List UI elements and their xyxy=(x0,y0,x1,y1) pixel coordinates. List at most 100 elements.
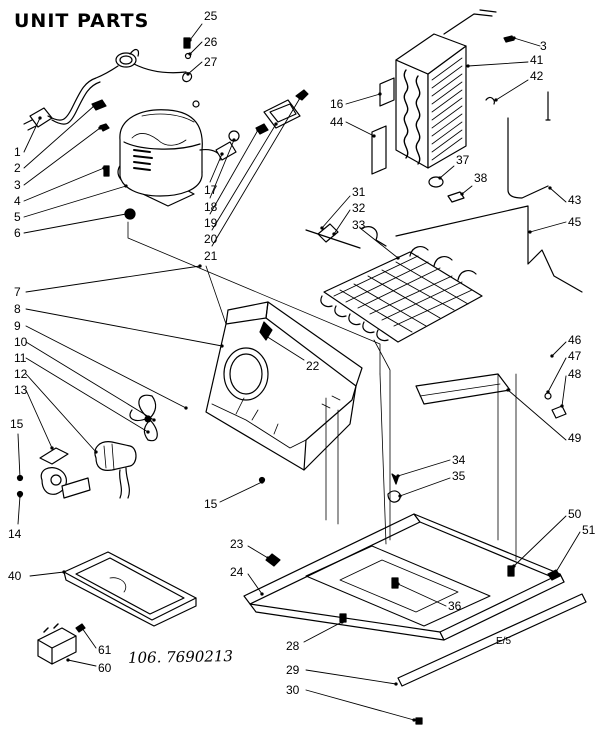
leader-line-35 xyxy=(399,477,451,497)
leader-tip-22 xyxy=(264,334,268,338)
callout-41: 41 xyxy=(530,53,544,67)
callout-44: 44 xyxy=(330,115,344,129)
leader-line-5 xyxy=(23,185,127,218)
leader-line-14 xyxy=(17,495,21,525)
leader-tip-13 xyxy=(50,446,54,450)
leader-tip-38 xyxy=(460,192,464,196)
callout-21: 21 xyxy=(204,249,218,263)
callout-25: 25 xyxy=(204,9,218,23)
callout-2: 2 xyxy=(14,161,21,175)
leader-line-3 xyxy=(23,127,101,186)
leader-tip-5 xyxy=(124,184,128,188)
callout-40: 40 xyxy=(8,569,22,583)
leader-tip-1 xyxy=(38,116,42,120)
leader-line-38 xyxy=(461,185,473,195)
leader-tip-12 xyxy=(94,450,98,454)
leader-line-36 xyxy=(397,583,447,607)
leader-tip-26 xyxy=(188,52,192,56)
leader-tip-20 xyxy=(274,122,278,126)
leader-tip-2 xyxy=(92,104,96,108)
leader-tip-8 xyxy=(220,344,224,348)
leader-line-50 xyxy=(513,515,567,567)
leader-tip-51 xyxy=(554,570,558,574)
leader-tip-40 xyxy=(62,570,66,574)
leader-line-8 xyxy=(25,308,223,347)
leader-tip-9 xyxy=(184,406,188,410)
leader-line-1 xyxy=(23,117,41,153)
callout-35: 35 xyxy=(452,469,466,483)
tubing-parts xyxy=(395,91,583,293)
leader-line-61 xyxy=(81,627,97,649)
leader-tip-21 xyxy=(298,96,302,100)
callout-3: 3 xyxy=(540,39,547,53)
diagram-title: UNIT PARTS xyxy=(14,10,150,32)
callout-34: 34 xyxy=(452,453,466,467)
callout-30: 30 xyxy=(286,683,300,697)
leader-line-16 xyxy=(345,93,381,105)
leader-tip-17 xyxy=(220,152,224,156)
leader-tip-3 xyxy=(512,36,516,40)
leader-line-15 xyxy=(17,433,21,479)
leader-line-48 xyxy=(561,375,567,407)
callout-45: 45 xyxy=(568,215,582,229)
leader-tip-42 xyxy=(494,98,498,102)
leader-line-20 xyxy=(211,123,277,231)
callout-10: 10 xyxy=(14,335,28,349)
leader-tip-10 xyxy=(152,418,156,422)
leader-tip-61 xyxy=(80,626,84,630)
leader-lines xyxy=(17,23,581,722)
leader-tip-6 xyxy=(124,212,128,216)
callout-12: 12 xyxy=(14,367,28,381)
leader-tip-43 xyxy=(548,186,552,190)
leader-tip-7 xyxy=(198,264,202,268)
callout-15: 15 xyxy=(10,417,24,431)
assembly-guides xyxy=(127,221,391,545)
bracket-hardware xyxy=(387,473,401,503)
leader-line-19 xyxy=(209,129,259,215)
base-frame-part xyxy=(243,373,587,725)
leader-line-42 xyxy=(495,79,529,101)
page-code: E/5 xyxy=(496,636,512,647)
callout-60: 60 xyxy=(98,661,112,675)
callout-13: 13 xyxy=(14,383,28,397)
callout-18: 18 xyxy=(204,200,218,214)
leader-line-22 xyxy=(265,335,305,361)
leader-line-29 xyxy=(305,669,397,685)
callout-47: 47 xyxy=(568,349,582,363)
callout-49: 49 xyxy=(568,431,582,445)
leader-tip-19 xyxy=(256,128,260,132)
callout-42: 42 xyxy=(530,69,544,83)
leader-tip-60 xyxy=(66,658,70,662)
leader-line-17 xyxy=(209,153,223,183)
callout-9: 9 xyxy=(14,319,21,333)
condenser-part xyxy=(371,9,515,203)
leader-tip-45 xyxy=(528,230,532,234)
leader-line-4 xyxy=(23,167,105,202)
leader-tip-36 xyxy=(396,582,400,586)
callout-29: 29 xyxy=(286,663,300,677)
leader-line-44 xyxy=(345,121,375,137)
leader-line-11 xyxy=(25,357,149,433)
callout-51: 51 xyxy=(582,523,596,537)
callout-4: 4 xyxy=(14,194,21,208)
leader-line-10 xyxy=(25,341,155,421)
leader-line-37 xyxy=(439,165,455,179)
leader-line-26 xyxy=(189,41,203,55)
evaporator-part xyxy=(305,223,483,343)
callout-28: 28 xyxy=(286,639,300,653)
leader-tip-48 xyxy=(560,404,564,408)
callout-27: 27 xyxy=(204,55,218,69)
leader-line-9 xyxy=(25,325,187,409)
leader-line-13 xyxy=(25,389,53,449)
leader-line-21 xyxy=(211,97,301,247)
screw-parts xyxy=(91,37,200,177)
leader-line-18 xyxy=(209,139,235,199)
leader-line-40 xyxy=(29,571,65,577)
leader-line-49 xyxy=(507,389,567,441)
leader-tip-34 xyxy=(396,474,400,478)
leader-line-2 xyxy=(23,105,95,169)
leader-line-7 xyxy=(25,265,201,293)
callout-33: 33 xyxy=(352,218,366,232)
callout-17: 17 xyxy=(204,183,218,197)
